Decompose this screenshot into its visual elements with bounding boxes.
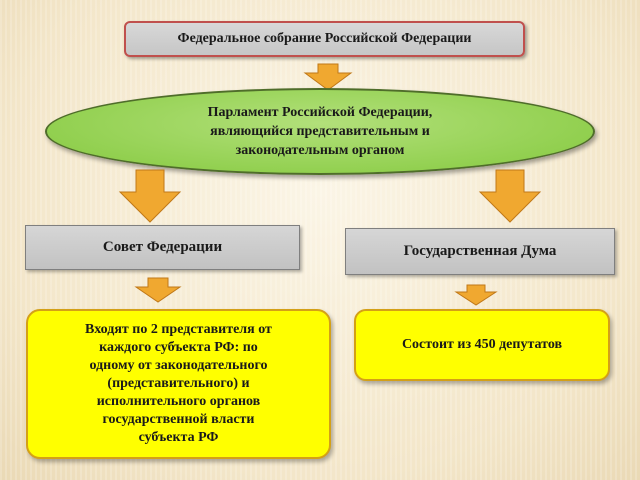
council-desc-line: субъекта РФ xyxy=(138,430,219,445)
arrow-down-icon xyxy=(478,169,542,223)
state-duma-box: Государственная Дума xyxy=(345,228,615,275)
federal-assembly-label: Федеральное собрание Российской Федераци… xyxy=(177,31,472,46)
parliament-line: Парламент Российской Федерации, xyxy=(207,105,433,120)
arrow-down-icon xyxy=(454,284,498,306)
arrow-down-icon xyxy=(303,63,353,91)
state-duma-label: Государственная Дума xyxy=(403,243,557,259)
council-desc-line: каждого субъекта РФ: по xyxy=(99,340,258,355)
parliament-line: законодательным органом xyxy=(235,143,405,158)
council-composition-box: Входят по 2 представителя от каждого суб… xyxy=(26,309,331,459)
council-desc-line: Входят по 2 представителя от xyxy=(85,322,272,337)
council-desc-line: исполнительного органов xyxy=(96,394,261,409)
duma-composition-label: Состоит из 450 депутатов xyxy=(401,337,563,352)
parliament-ellipse: Парламент Российской Федерации, являющий… xyxy=(45,88,595,175)
duma-composition-box: Состоит из 450 депутатов xyxy=(354,309,610,381)
parliament-line: являющийся представительным и xyxy=(210,124,430,139)
federal-assembly-box: Федеральное собрание Российской Федераци… xyxy=(124,21,525,57)
arrow-down-icon xyxy=(118,169,182,223)
federation-council-box: Совет Федерации xyxy=(25,225,300,270)
council-desc-line: государственной власти xyxy=(102,412,255,427)
arrow-down-icon xyxy=(134,277,182,303)
council-desc-line: (представительного) и xyxy=(107,376,250,391)
federation-council-label: Совет Федерации xyxy=(102,239,223,255)
council-desc-line: одному от законодательного xyxy=(89,358,268,373)
